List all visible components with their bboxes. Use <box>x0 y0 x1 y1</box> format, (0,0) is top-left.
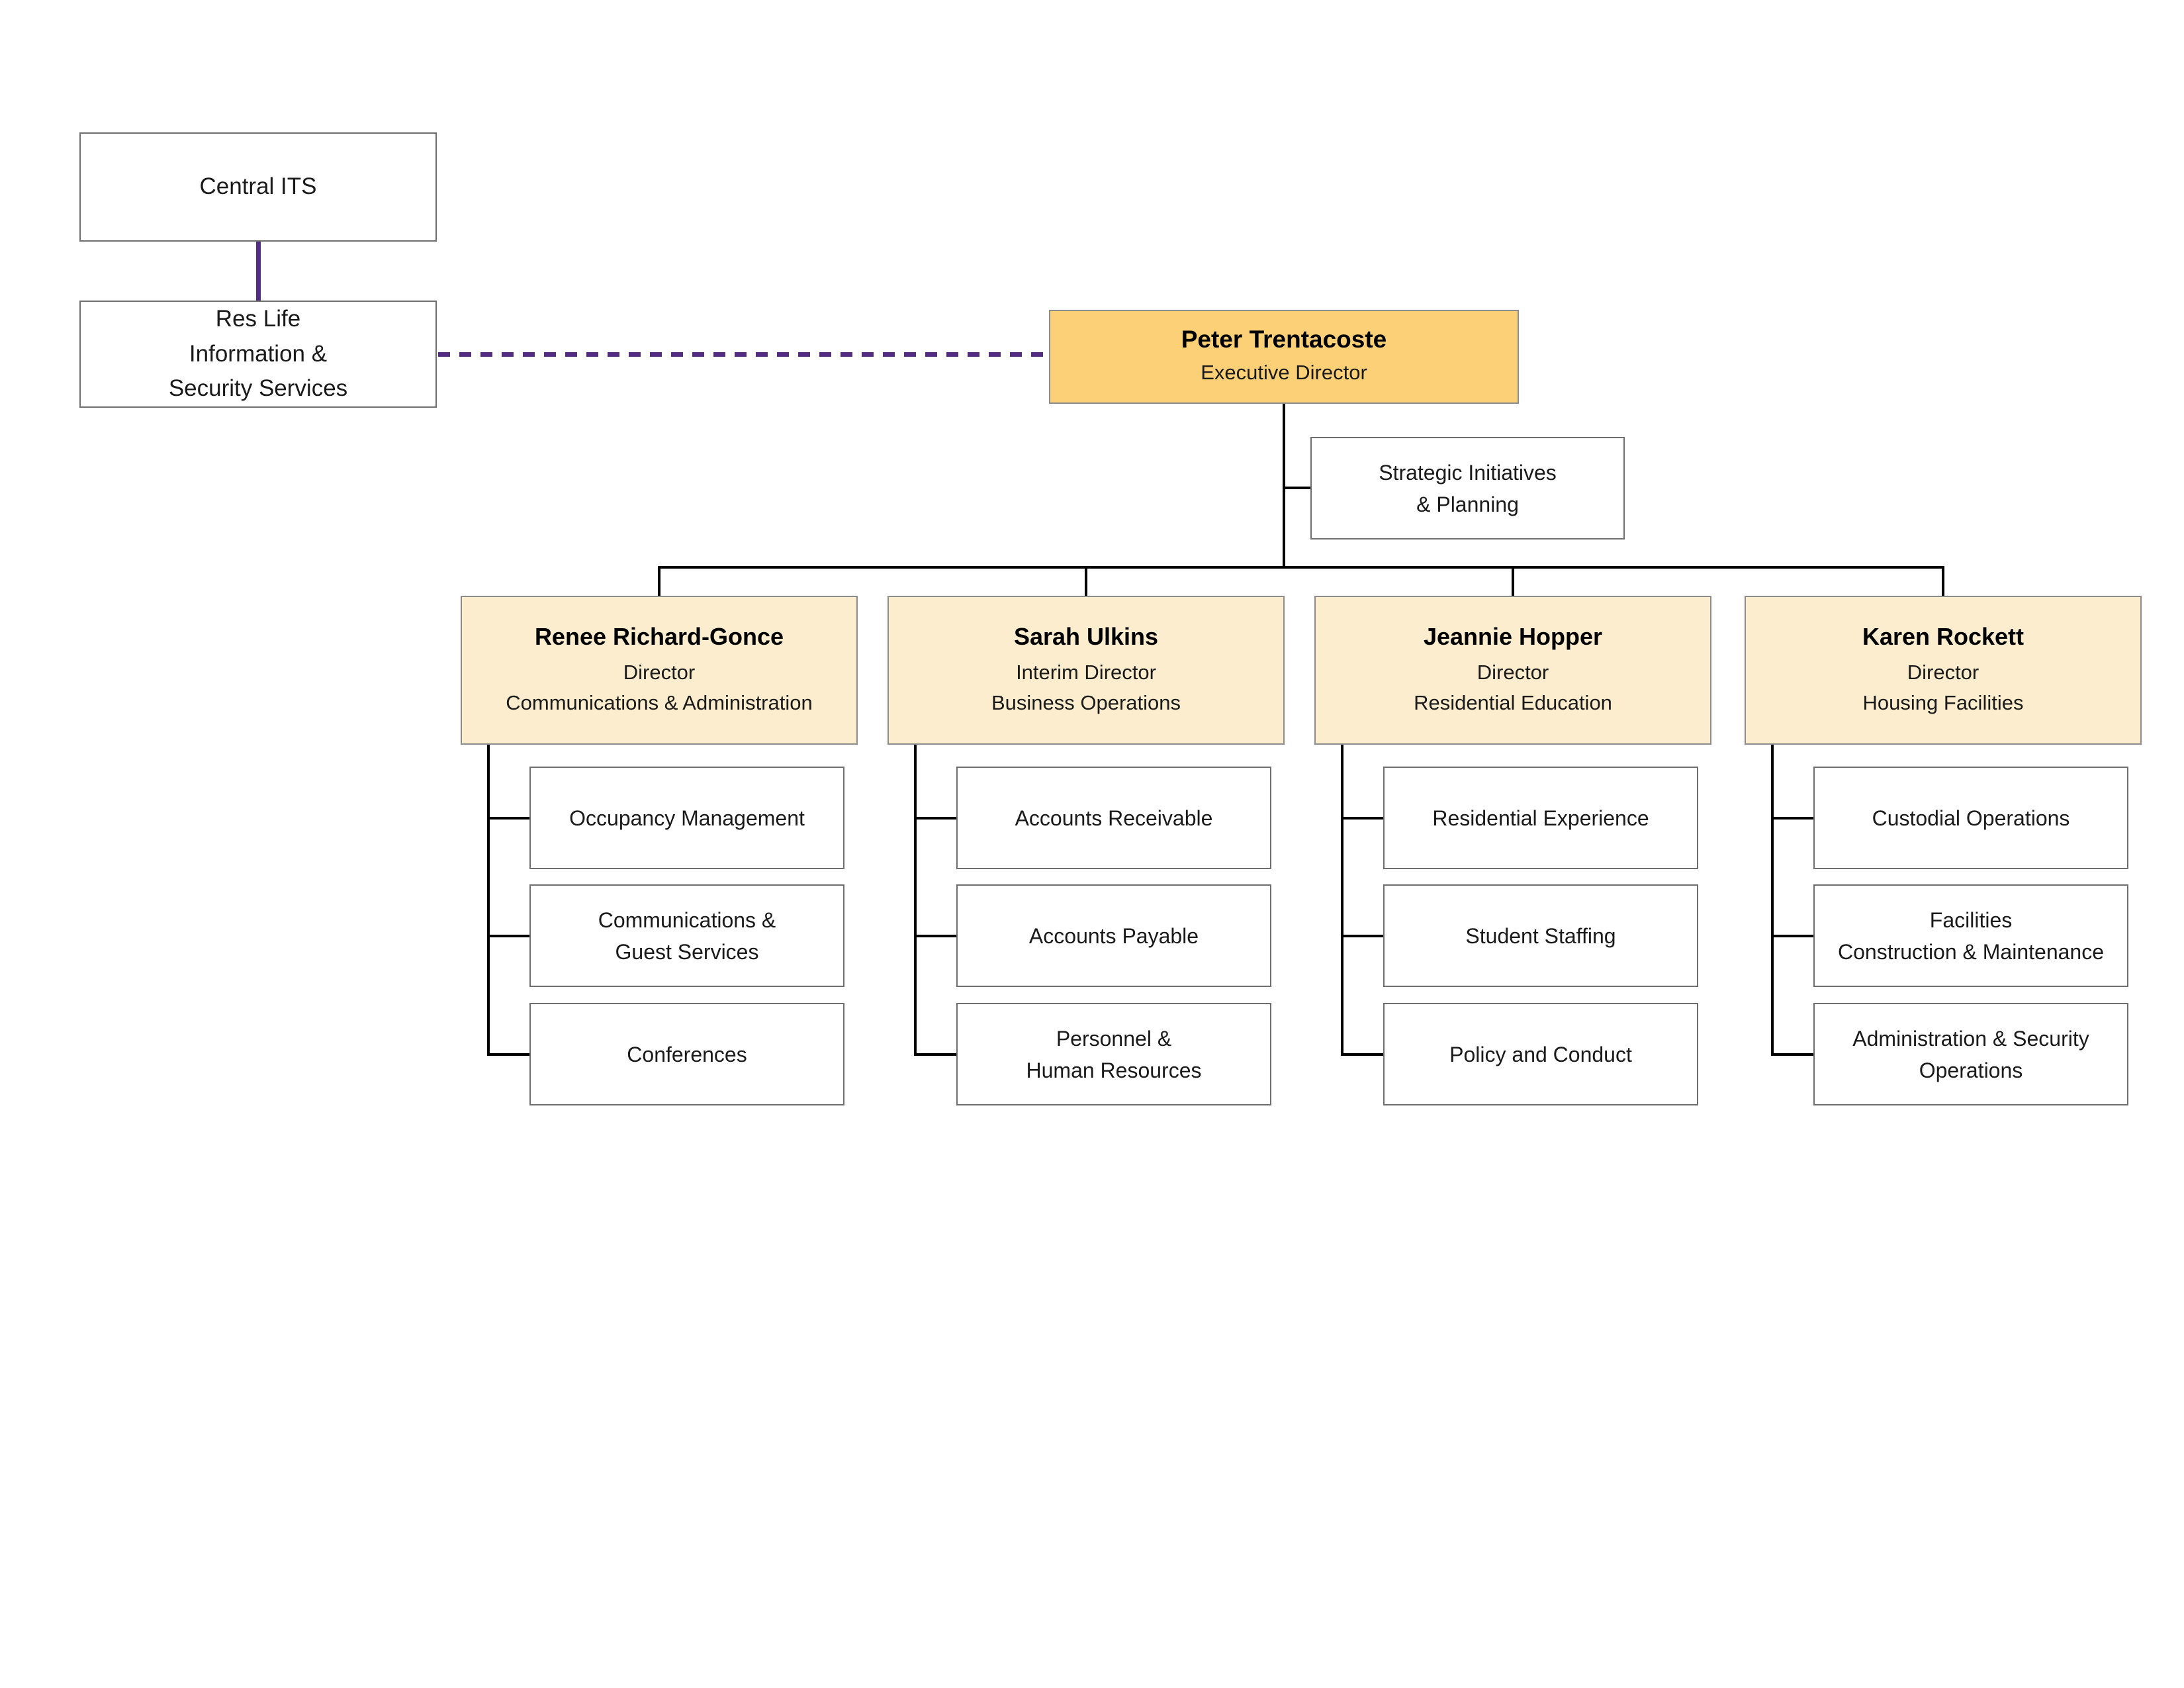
column-vertical-4 <box>1771 745 1774 1056</box>
report-stub <box>917 935 956 937</box>
director-department: Housing Facilities <box>1862 690 2024 714</box>
central-its-label: Central ITS <box>199 173 317 200</box>
report-box-facilities-construction-maintenance: Facilities Construction & Maintenance <box>1813 884 2128 987</box>
executive-title: Executive Director <box>1201 361 1367 385</box>
director-name: Renee Richard-Gonce <box>534 622 784 650</box>
report-box-conferences: Conferences <box>529 1003 844 1105</box>
report-label: Facilities Construction & Maintenance <box>1838 908 2104 964</box>
director-title: Director <box>623 660 696 684</box>
report-box-administration-security-operations: Administration & Security Operations <box>1813 1003 2128 1105</box>
director-box-residential-education: Jeannie Hopper Director Residential Educ… <box>1314 596 1711 745</box>
report-label: Personnel & Human Resources <box>1026 1026 1202 1082</box>
director-stub-2 <box>1085 566 1087 596</box>
report-label: Conferences <box>627 1042 747 1066</box>
report-box-accounts-payable: Accounts Payable <box>956 884 1271 987</box>
report-label: Occupancy Management <box>569 806 805 830</box>
report-stub <box>1343 817 1383 820</box>
report-box-policy-and-conduct: Policy and Conduct <box>1383 1003 1698 1105</box>
report-box-communications-guest-services: Communications & Guest Services <box>529 884 844 987</box>
res-life-its-box: Res Life Information & Security Services <box>79 301 437 408</box>
column-vertical-1 <box>487 745 490 1056</box>
director-department: Residential Education <box>1414 690 1612 714</box>
strategic-initiatives-label: Strategic Initiatives & Planning <box>1379 460 1557 516</box>
director-stub-3 <box>1512 566 1514 596</box>
its-vertical-connector <box>256 242 261 301</box>
director-department: Business Operations <box>991 690 1181 714</box>
director-box-communications: Renee Richard-Gonce Director Communicati… <box>461 596 858 745</box>
director-department: Communications & Administration <box>506 690 813 714</box>
director-title: Director <box>1477 660 1549 684</box>
report-stub <box>917 817 956 820</box>
report-label: Communications & Guest Services <box>598 908 776 964</box>
director-name: Sarah Ulkins <box>1013 622 1159 650</box>
report-label: Policy and Conduct <box>1449 1042 1632 1066</box>
report-box-occupancy-management: Occupancy Management <box>529 767 844 869</box>
distribution-line <box>658 566 1944 569</box>
director-stub-4 <box>1942 566 1944 596</box>
director-box-business-operations: Sarah Ulkins Interim Director Business O… <box>887 596 1285 745</box>
report-box-custodial-operations: Custodial Operations <box>1813 767 2128 869</box>
director-title: Interim Director <box>1016 660 1156 684</box>
report-box-residential-experience: Residential Experience <box>1383 767 1698 869</box>
director-title: Director <box>1907 660 1979 684</box>
report-box-accounts-receivable: Accounts Receivable <box>956 767 1271 869</box>
report-label: Residential Experience <box>1432 806 1649 830</box>
report-label: Accounts Payable <box>1028 923 1199 948</box>
column-vertical-3 <box>1341 745 1343 1056</box>
report-label: Administration & Security Operations <box>1852 1026 2089 1082</box>
report-stub <box>1774 817 1813 820</box>
executive-director-box: Peter Trentacoste Executive Director <box>1049 310 1519 404</box>
report-label: Accounts Receivable <box>1015 806 1213 830</box>
director-name: Jeannie Hopper <box>1423 622 1603 650</box>
report-stub <box>1774 935 1813 937</box>
report-stub <box>490 817 529 820</box>
report-stub <box>490 935 529 937</box>
report-label: Custodial Operations <box>1872 806 2070 830</box>
report-label: Student Staffing <box>1465 923 1616 948</box>
res-life-its-label: Res Life Information & Security Services <box>168 306 348 402</box>
report-stub <box>1343 935 1383 937</box>
report-box-student-staffing: Student Staffing <box>1383 884 1698 987</box>
executive-name: Peter Trentacoste <box>1181 326 1387 353</box>
strategic-initiatives-box: Strategic Initiatives & Planning <box>1310 437 1625 539</box>
report-stub <box>1774 1053 1813 1056</box>
report-stub <box>1343 1053 1383 1056</box>
column-vertical-2 <box>914 745 917 1056</box>
central-its-box: Central ITS <box>79 132 437 242</box>
report-stub <box>490 1053 529 1056</box>
report-box-personnel-hr: Personnel & Human Resources <box>956 1003 1271 1105</box>
staff-stub-connector <box>1285 487 1310 489</box>
director-stub-1 <box>658 566 660 596</box>
director-box-housing-facilities: Karen Rockett Director Housing Facilitie… <box>1745 596 2142 745</box>
director-name: Karen Rockett <box>1862 622 2025 650</box>
report-stub <box>917 1053 956 1056</box>
executive-vertical-connector <box>1283 404 1285 566</box>
dotted-line-connector <box>438 352 1049 357</box>
